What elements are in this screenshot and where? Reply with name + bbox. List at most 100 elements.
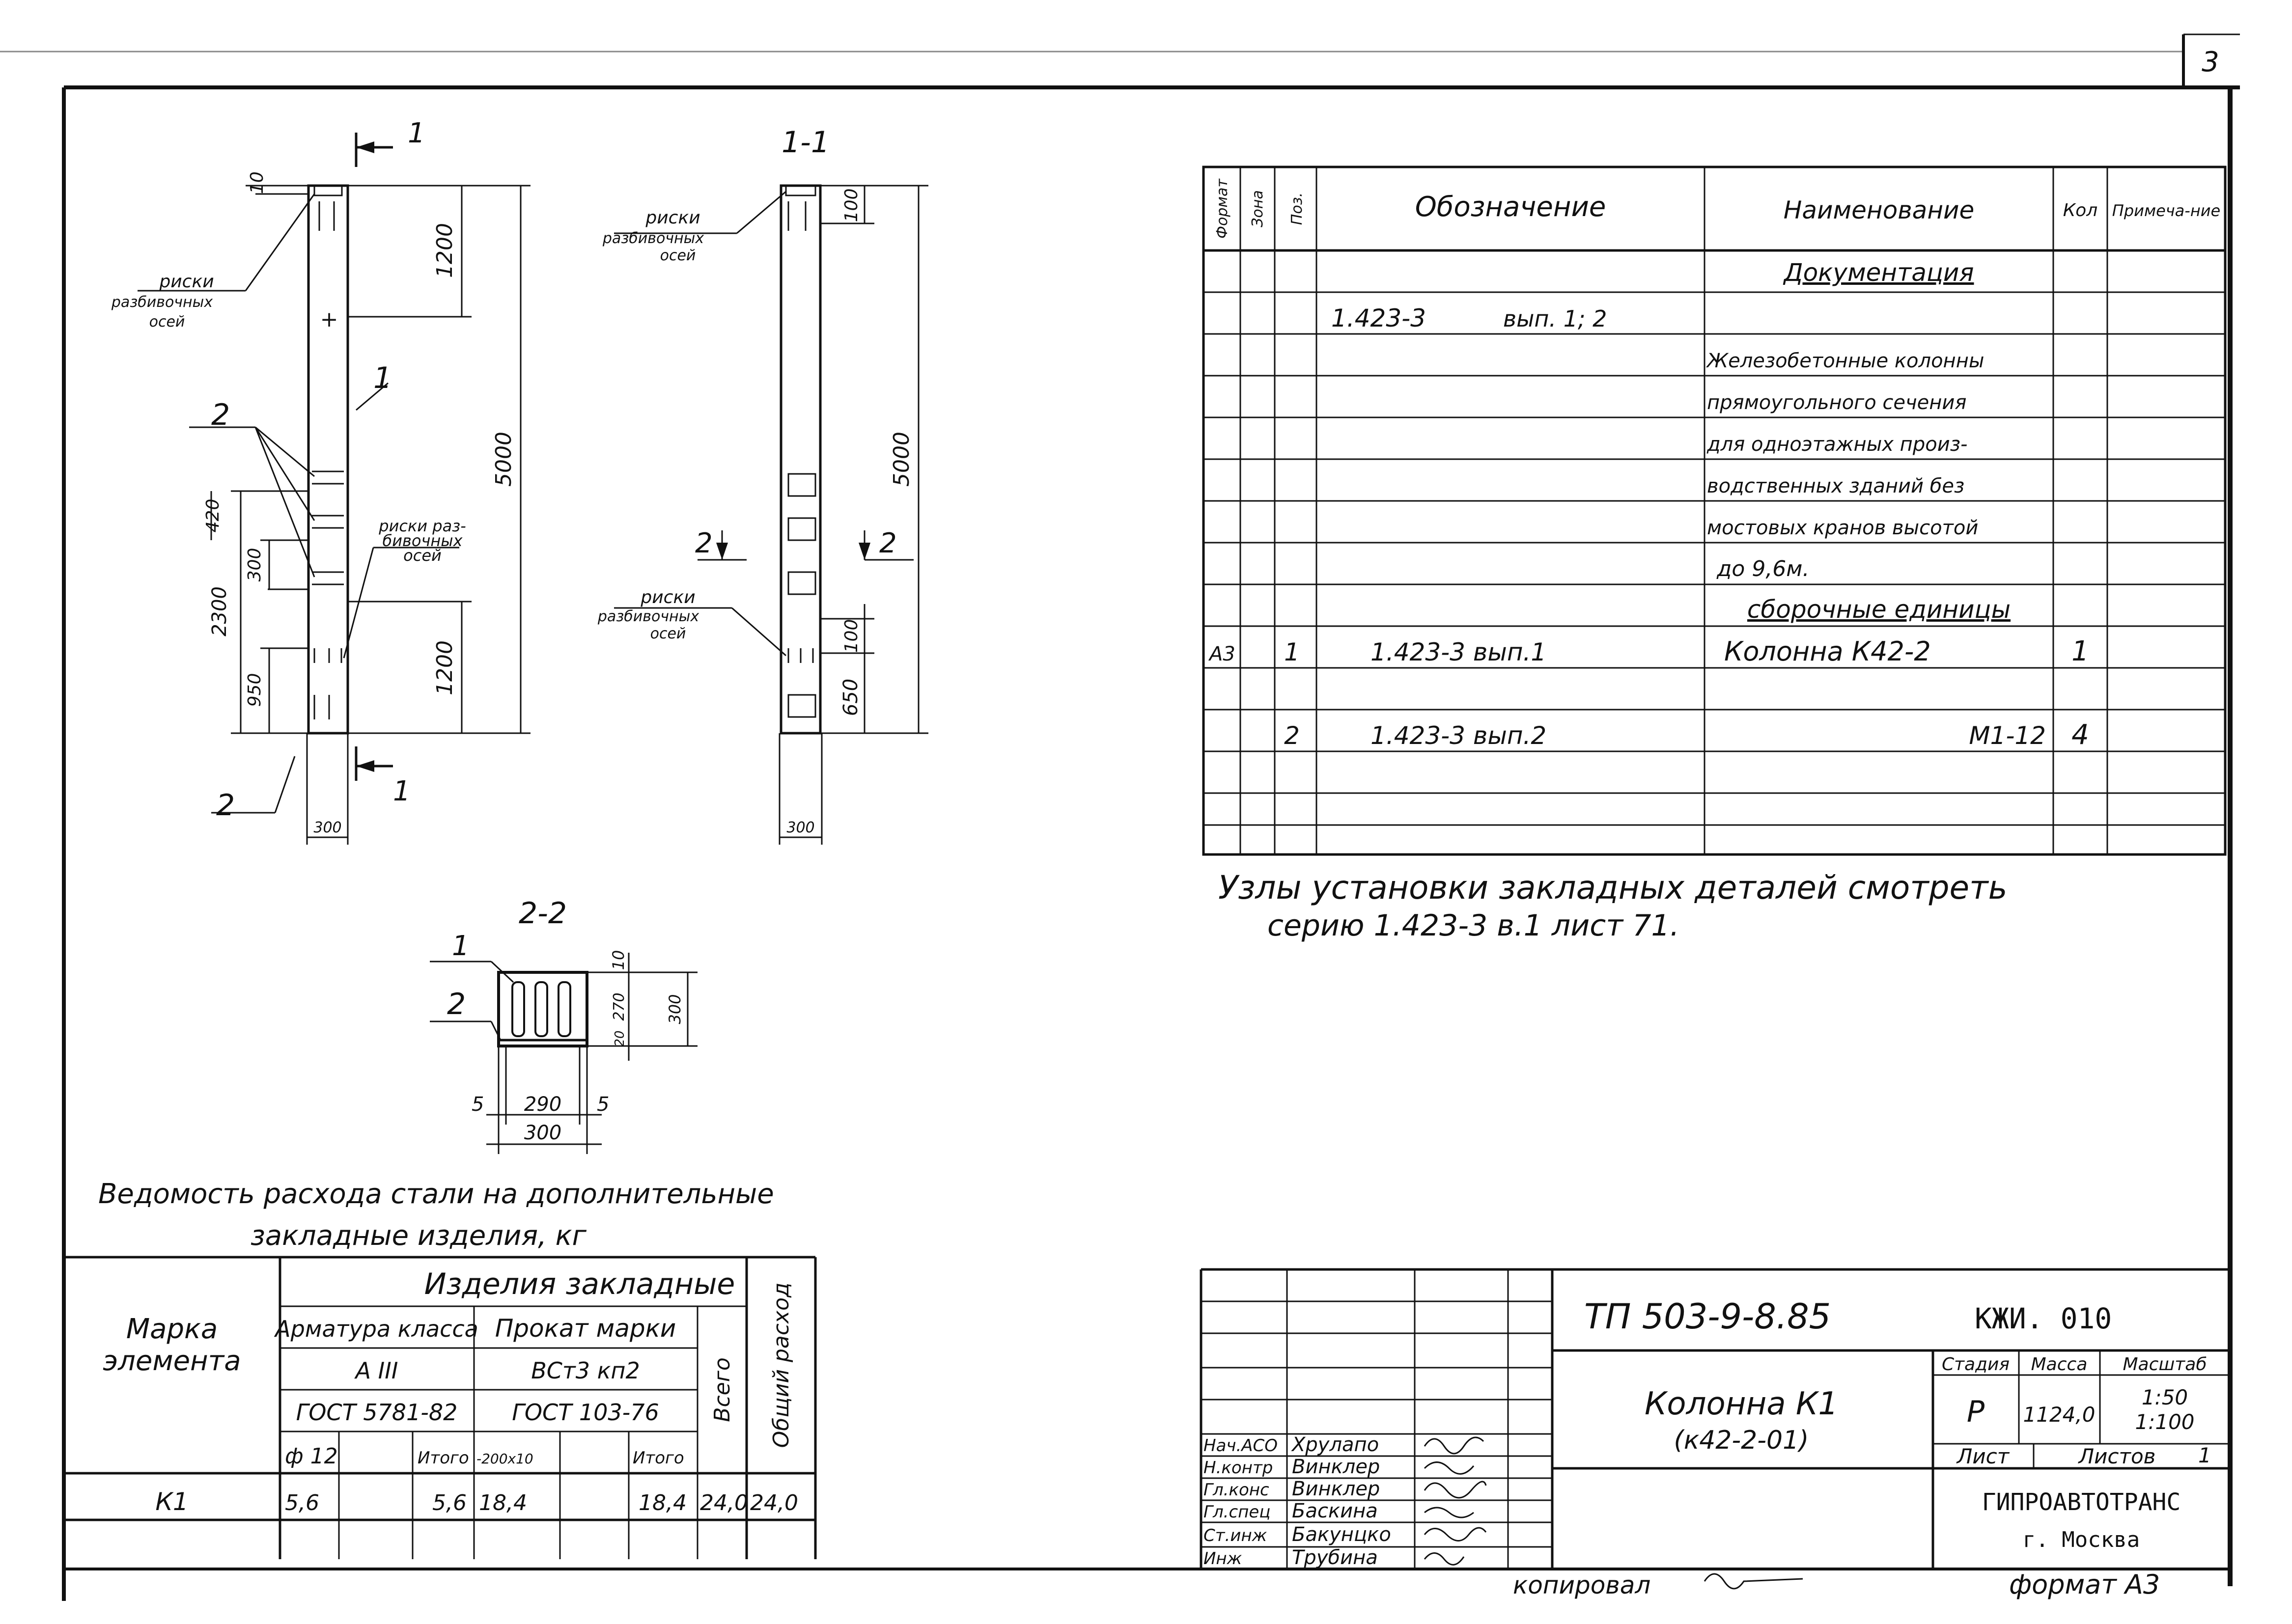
sheet-number: 3: [2202, 46, 2219, 78]
copied-by-label: копировал: [1513, 1571, 1650, 1599]
steel-reinf-class: А III: [354, 1357, 398, 1384]
steel-sub-size: -200х10: [476, 1451, 533, 1467]
elev-risk-mid-3: осей: [403, 546, 442, 565]
elev-risk-label-2: разбивочных: [111, 294, 213, 311]
elev-dim-2300: 2300: [208, 586, 231, 636]
column-elevation: +: [138, 133, 531, 845]
s11-dim-5000: 5000: [889, 432, 914, 487]
steel-col-mark-1: Марка: [126, 1313, 218, 1345]
s22-dim-20: 20: [613, 1030, 627, 1046]
elev-dim-420: 420: [203, 499, 223, 533]
title-org: ГИПРОАВТОТРАНС: [1982, 1488, 2181, 1516]
staff-role-5: Ст.инж: [1203, 1526, 1267, 1545]
elev-dim-1200-top: 1200: [432, 223, 457, 278]
spec-row2-designation: 1.423-3 вып.2: [1370, 721, 1546, 750]
elev-mark-2-bottom: 2: [216, 788, 235, 823]
spec-assembly-section: сборочные единицы: [1747, 595, 2011, 624]
title-code: ТП 503-9-8.85: [1584, 1296, 1831, 1337]
staff-name-4: Баскина: [1292, 1500, 1378, 1522]
spec-table: [1202, 165, 2227, 856]
section-1-1: [614, 184, 928, 845]
elev-section-mark-top: 1: [408, 117, 425, 149]
steel-prokat-gost: ГОСТ 103-76: [512, 1399, 659, 1426]
spec-row1-name: Колонна К42-2: [1724, 636, 1931, 667]
staff-role-3: Гл.конс: [1203, 1480, 1269, 1500]
title-stage: Р: [1967, 1395, 1985, 1429]
steel-sub-itogo2: Итого: [633, 1448, 684, 1468]
s22-dim-5-right: 5: [597, 1093, 609, 1116]
section-2-2: [430, 953, 698, 1154]
title-sheets: 1: [2198, 1443, 2211, 1467]
spec-h-designation: Обозначение: [1415, 191, 1606, 223]
elev-mark-1: 1: [373, 361, 392, 395]
s11-cut-mark-left: 2: [695, 527, 713, 559]
elev-section-mark-bottom: 1: [393, 775, 411, 807]
title-scale-h: Масштаб: [2123, 1354, 2207, 1375]
title-stage-h: Стадия: [1942, 1354, 2010, 1375]
spec-h-note: Примеча-ние: [2112, 201, 2220, 220]
section-1-1-title: 1-1: [782, 125, 830, 160]
title-sheets-h: Листов: [2078, 1444, 2156, 1468]
title-mass: 1124,0: [2023, 1403, 2096, 1427]
spec-row1-pos: 1: [1284, 638, 1300, 666]
s11-dim-100: 100: [841, 189, 862, 222]
spec-row1-format: А3: [1208, 643, 1235, 665]
spec-doc-issue: вып. 1; 2: [1503, 305, 1607, 332]
signatures: [1424, 1436, 1487, 1566]
spec-h-name: Наименование: [1784, 196, 1975, 224]
note-line-2: серию 1.423-3 в.1 лист 71.: [1267, 908, 1679, 943]
steel-table: [64, 1256, 817, 1559]
s11-risk-top-1: риски: [645, 208, 700, 228]
steel-row-size: 18,4: [479, 1490, 527, 1515]
section-2-2-title: 2-2: [519, 896, 567, 931]
s22-mark-2: 2: [447, 987, 466, 1021]
spec-row2-pos: 2: [1284, 721, 1300, 750]
s22-dim-300h: 300: [524, 1122, 561, 1144]
steel-row-total: 24,0: [700, 1490, 748, 1515]
elev-dim-5000: 5000: [491, 432, 516, 487]
spec-row2-qty: 4: [2071, 719, 2089, 751]
s11-dim-650: 650: [839, 679, 862, 716]
steel-title-1: Ведомость расхода стали на дополнительны…: [98, 1178, 774, 1210]
s22-dim-270: 270: [611, 992, 628, 1020]
staff-name-6: Трубина: [1292, 1546, 1378, 1569]
spec-h-zone: Зона: [1249, 190, 1266, 227]
s11-risk-bot-3: осей: [650, 625, 686, 642]
s22-mark-1: 1: [452, 930, 470, 962]
steel-title-2: закладные изделия, кг: [251, 1220, 587, 1252]
svg-text:+: +: [320, 307, 338, 332]
steel-row-itogo2: 18,4: [639, 1490, 687, 1515]
steel-sub-d12: ф 12: [285, 1444, 338, 1469]
elev-dim-10: 10: [247, 171, 267, 194]
elev-risk-label-3: осей: [149, 313, 185, 330]
s11-dim-100b: 100: [841, 619, 862, 653]
s11-risk-top-3: осей: [660, 247, 696, 264]
elev-dim-950: 950: [245, 673, 265, 707]
spec-doc-ref: 1.423-3: [1331, 304, 1426, 332]
s11-cut-mark-right: 2: [879, 527, 897, 559]
steel-row-overall: 24,0: [750, 1490, 798, 1515]
staff-name-3: Винклер: [1292, 1478, 1380, 1500]
spec-row1-qty: 1: [2071, 635, 2089, 667]
steel-row-d12: 5,6: [285, 1490, 319, 1515]
title-code2: КЖИ. 010: [1975, 1302, 2112, 1335]
steel-total-h: Всего: [710, 1357, 735, 1422]
s11-risk-bot-1: риски: [640, 587, 695, 607]
title-scale-2: 1:100: [2135, 1410, 2194, 1434]
spec-doc-line-4: водственных зданий без: [1707, 475, 1964, 497]
steel-prokat-mark: ВСт3 кп2: [531, 1357, 640, 1384]
title-name-1: Колонна К1: [1645, 1386, 1838, 1422]
s22-dim-300v: 300: [666, 994, 684, 1024]
spec-doc-line-5: мостовых кранов высотой: [1707, 517, 1978, 539]
spec-doc-line-6: до 9,6м.: [1716, 556, 1809, 581]
spec-h-pos: Поз.: [1288, 193, 1306, 225]
title-sheet-h: Лист: [1956, 1444, 2010, 1468]
elev-dim-300: 300: [245, 548, 265, 582]
elev-risk-mid-1: риски раз-: [378, 517, 466, 535]
staff-role-6: Инж: [1203, 1549, 1242, 1569]
steel-prokat: Прокат марки: [495, 1314, 676, 1343]
spec-doc-section: Документация: [1783, 258, 1974, 287]
steel-col-mark-2: элемента: [103, 1345, 241, 1377]
spec-h-qty: Кол: [2063, 200, 2098, 220]
s22-dim-10: 10: [609, 950, 628, 970]
